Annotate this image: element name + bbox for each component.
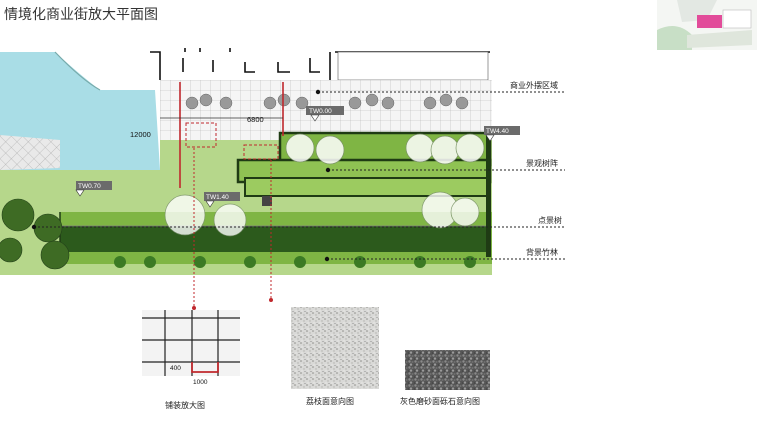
- key-map: [657, 0, 757, 50]
- joint-detail-marker: [243, 144, 279, 160]
- level-tw140-text: TW1.40: [206, 194, 229, 201]
- lawn-trees: [0, 198, 70, 270]
- level-tag-tw070: [75, 181, 112, 197]
- terrace-low: [244, 177, 491, 197]
- gravel-swatch: [405, 350, 490, 390]
- callout-tree-array: 景观树阵: [526, 158, 558, 168]
- dim-12000: 12000: [130, 130, 151, 139]
- tree-array: [285, 133, 485, 165]
- paving-detail: [142, 310, 240, 376]
- dim-6800: 6800: [247, 115, 264, 124]
- level-tw000-text: TW0.00: [309, 108, 332, 115]
- granite-caption: 荔枝面意向图: [306, 397, 354, 406]
- bamboo-strip: [60, 226, 490, 252]
- callout-leaders: [34, 91, 565, 260]
- paving-caption: 铺装放大图: [165, 401, 205, 410]
- level-tw070-text: TW0.70: [78, 183, 101, 190]
- red-dimension-lines: [160, 82, 284, 188]
- level-tag-tw000: [306, 106, 344, 122]
- paving-detail-marker: [185, 122, 217, 148]
- feature-trees: [164, 191, 480, 237]
- gravel-caption: 灰色磨砂面砾石意向图: [400, 397, 480, 406]
- level-tag-tw140: [204, 192, 240, 208]
- paving-dim-400: 400: [170, 365, 181, 372]
- deck: [0, 135, 60, 170]
- callout-feature-tree: 点景树: [538, 215, 562, 225]
- level-tag-tw440: [484, 126, 520, 142]
- outdoor-seating: [185, 93, 469, 110]
- level-tw440-text: TW4.40: [486, 128, 509, 135]
- page-title: 情境化商业街放大平面图: [4, 6, 158, 22]
- granite-swatch: [291, 307, 379, 389]
- detail-leaders: [193, 148, 272, 308]
- callout-outdoor-area: 商业外摆区域: [510, 80, 558, 90]
- callout-bamboo: 背景竹林: [526, 247, 558, 257]
- paving-dim-1000: 1000: [193, 379, 208, 386]
